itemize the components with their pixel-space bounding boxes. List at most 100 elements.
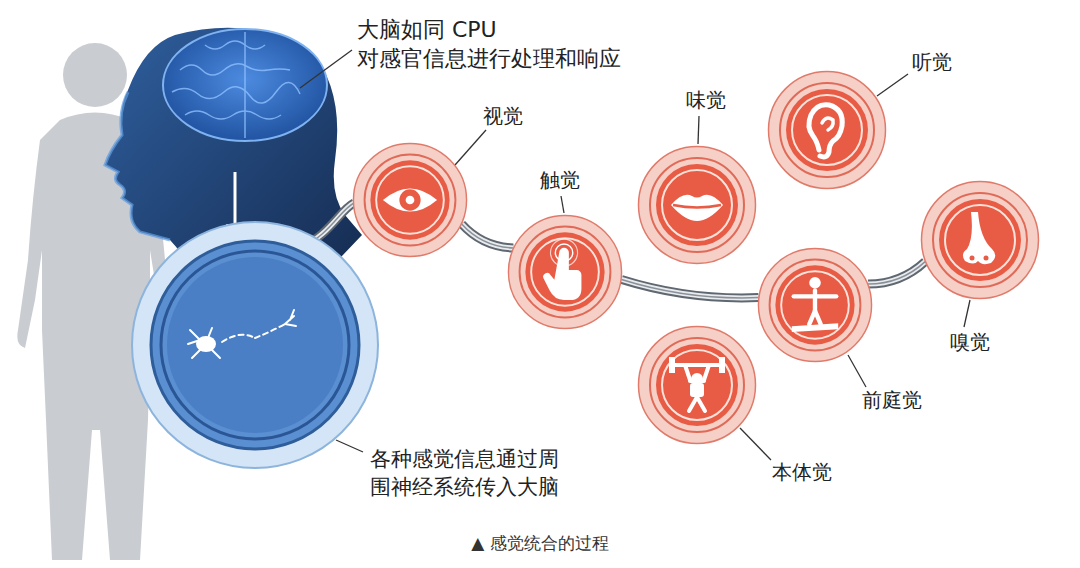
sense-circle bbox=[757, 247, 873, 363]
sense-circle-part bbox=[922, 182, 1039, 299]
sense-node: 味觉 bbox=[637, 145, 757, 265]
leader-lines-part bbox=[300, 50, 352, 88]
sense-circle-part bbox=[970, 256, 975, 261]
sense-circle-part bbox=[508, 215, 621, 328]
sense-circle-part bbox=[525, 232, 604, 311]
sense-circle-part bbox=[399, 189, 420, 210]
sense-circle-part-part bbox=[697, 397, 705, 411]
leader-lines-part bbox=[561, 196, 564, 213]
sense-circle-part bbox=[656, 344, 738, 426]
sense-circle-part bbox=[822, 118, 833, 130]
neuron-circle-part bbox=[132, 222, 378, 468]
sense-label: 视觉 bbox=[483, 104, 523, 129]
brain-part-part bbox=[180, 64, 290, 75]
sense-circle-part bbox=[719, 357, 725, 373]
figure-caption: ▲ 感觉统合的过程 bbox=[0, 532, 1080, 555]
sense-circle-part bbox=[758, 248, 871, 361]
sense-circle-part bbox=[671, 195, 723, 221]
sense-circle-part bbox=[775, 265, 854, 344]
brain-part bbox=[163, 29, 327, 141]
sense-circle bbox=[352, 142, 468, 258]
wire-strand bbox=[622, 279, 759, 297]
sense-circle-part bbox=[780, 83, 874, 177]
sense-node: 本体觉 bbox=[637, 325, 757, 445]
neuron-circle bbox=[130, 220, 380, 470]
sense-circle-part bbox=[639, 147, 756, 264]
sense-circle-part bbox=[376, 166, 444, 234]
sense-circle-part bbox=[933, 193, 1027, 287]
wire-strand bbox=[462, 224, 514, 248]
sense-node: 触觉 bbox=[507, 214, 623, 330]
sense-circle-part-part bbox=[704, 365, 709, 380]
sense-circle-part bbox=[939, 199, 1021, 281]
sense-circle-part bbox=[963, 212, 995, 264]
sense-circle bbox=[637, 325, 757, 445]
sense-label: 听觉 bbox=[912, 50, 952, 75]
brain-part bbox=[172, 32, 300, 138]
sense-circle-part bbox=[656, 164, 738, 246]
brain-part-part bbox=[172, 82, 300, 103]
head-profile-part bbox=[105, 92, 170, 240]
neuron-circle-part bbox=[161, 251, 349, 439]
leader-lines bbox=[300, 50, 970, 460]
brain-part-part bbox=[205, 41, 265, 49]
sense-circle-part bbox=[662, 170, 732, 240]
neuron-node: 各种感觉信息通过周围神经系统传入大脑 bbox=[130, 220, 380, 470]
neuron-circle-part-part bbox=[188, 328, 220, 358]
sense-circle-part bbox=[671, 365, 723, 411]
wire-strand bbox=[462, 224, 514, 248]
leader-lines-part bbox=[848, 355, 866, 387]
wire-strand bbox=[462, 224, 514, 248]
sense-circle-part-part bbox=[671, 363, 723, 367]
sense-label: 触觉 bbox=[540, 168, 580, 193]
wire-strand bbox=[622, 279, 759, 297]
sense-circle-part bbox=[770, 260, 861, 351]
sense-circle-part-part bbox=[813, 291, 817, 311]
node-caption: 各种感觉信息通过周围神经系统传入大脑 bbox=[370, 445, 565, 502]
wire-strand bbox=[868, 262, 925, 284]
wire-strand bbox=[868, 262, 925, 284]
leader-lines-part bbox=[740, 428, 771, 460]
sense-circle-part bbox=[945, 205, 1015, 275]
sense-circle-part bbox=[792, 95, 862, 165]
leader-lines-part bbox=[877, 74, 908, 96]
sense-circle-part-part bbox=[794, 294, 837, 298]
wire-connector bbox=[868, 262, 925, 284]
wire-strand bbox=[868, 262, 925, 284]
sense-circle-part bbox=[984, 256, 989, 261]
sense-label: 本体觉 bbox=[772, 460, 832, 485]
neuron-circle-part bbox=[167, 257, 343, 433]
neuron-circle-part bbox=[188, 310, 296, 358]
sense-circle bbox=[767, 70, 887, 190]
sense-node: 听觉 bbox=[767, 70, 887, 190]
sense-circle-part bbox=[365, 155, 456, 246]
wire-strand bbox=[622, 279, 759, 297]
sense-circle-part bbox=[370, 160, 449, 239]
sense-circle-part-part bbox=[689, 397, 697, 411]
leader-lines-part bbox=[336, 440, 363, 452]
leader-lines-part bbox=[455, 130, 486, 165]
sense-circle-part-part bbox=[815, 311, 821, 325]
sense-circle-part bbox=[353, 143, 466, 256]
neuron-circle-part-part bbox=[222, 335, 255, 342]
sense-node: 视觉 bbox=[352, 142, 468, 258]
sense-circle-part bbox=[383, 188, 437, 211]
head-caption: 大脑如同 CPU 对感官信息进行处理和响应 bbox=[357, 16, 657, 73]
sense-circle bbox=[920, 180, 1040, 300]
leader-lines-part bbox=[698, 116, 699, 144]
sense-circle-part bbox=[669, 357, 675, 373]
sense-circle-part bbox=[650, 158, 744, 252]
sense-node: 前庭觉 bbox=[757, 247, 873, 363]
sense-label: 前庭觉 bbox=[862, 388, 922, 413]
sense-circle-part bbox=[662, 350, 732, 420]
sense-node: 嗅觉 bbox=[920, 180, 1040, 300]
sense-circle-part bbox=[531, 238, 599, 306]
neuron-circle-part bbox=[196, 336, 216, 352]
sense-circle-part bbox=[673, 205, 721, 208]
sense-circle-part bbox=[769, 72, 886, 189]
sense-label: 味觉 bbox=[686, 88, 726, 113]
sense-label: 嗅觉 bbox=[950, 330, 990, 355]
sense-circle-part bbox=[639, 327, 756, 444]
neuron-circle-part bbox=[151, 241, 359, 449]
sense-circle-part bbox=[781, 271, 849, 339]
